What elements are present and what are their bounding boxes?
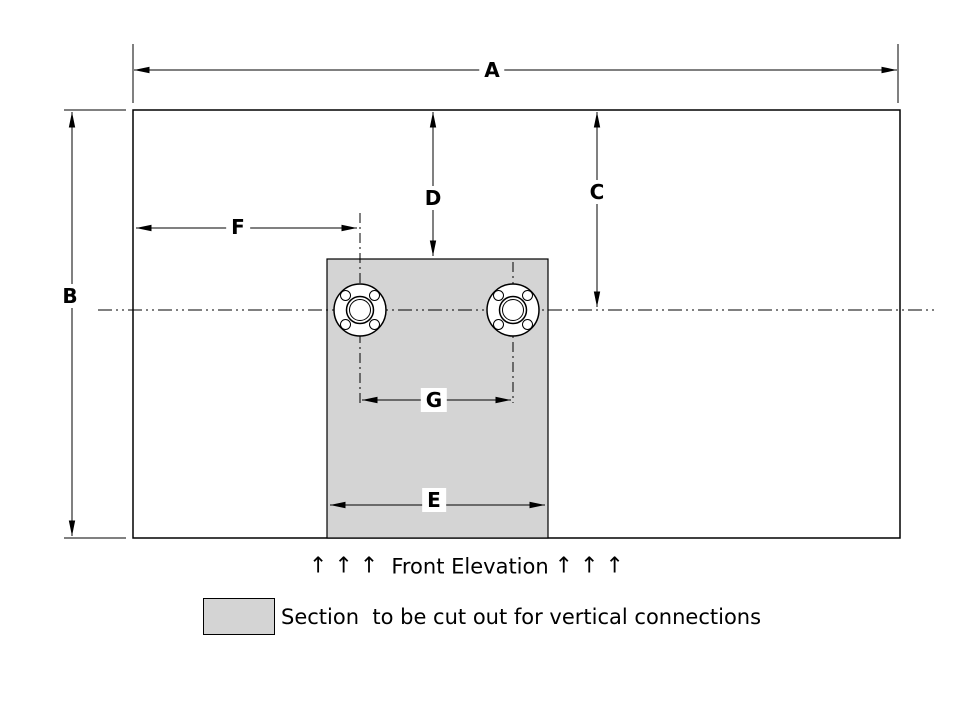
legend-text: Section to be cut out for vertical conne…	[281, 604, 762, 629]
up-arrows-left-icon: ↑↑↑	[309, 553, 386, 579]
dimension-b	[64, 109, 126, 539]
dimension-label-e: E	[422, 488, 446, 512]
dimension-label-b: B	[57, 284, 83, 308]
caption-title: Front Elevation	[391, 554, 549, 578]
drawing-caption: ↑↑↑ Front Elevation ↑↑↑	[309, 554, 631, 579]
dimension-label-f: F	[226, 215, 250, 239]
left-flange	[333, 283, 387, 337]
dimension-a	[132, 44, 899, 103]
legend: Section to be cut out for vertical conne…	[203, 598, 761, 635]
right-flange	[486, 283, 540, 337]
dimension-label-c: C	[584, 180, 610, 204]
dimension-label-a: A	[479, 58, 505, 82]
legend-swatch	[203, 598, 275, 635]
dimension-label-d: D	[419, 186, 447, 210]
up-arrows-right-icon: ↑↑↑	[554, 553, 631, 579]
dimension-label-g: G	[420, 388, 448, 412]
